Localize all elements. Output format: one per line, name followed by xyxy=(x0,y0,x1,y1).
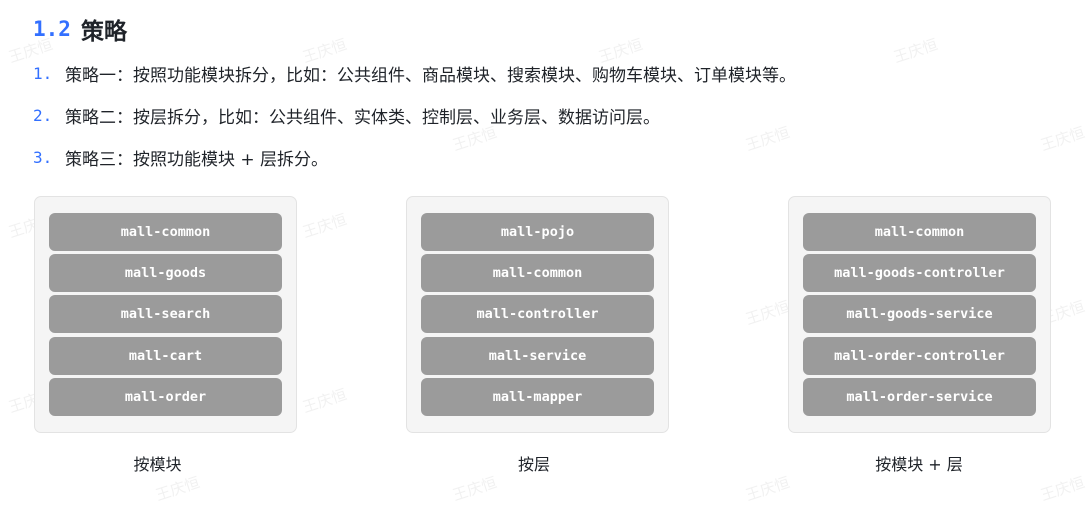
module-box: mall-mapper xyxy=(421,378,654,416)
watermark: 王庆恒 xyxy=(743,473,792,505)
watermark: 王庆恒 xyxy=(300,210,349,242)
list-text: 策略二：按层拆分，比如：公共组件、实体类、控制层、业务层、数据访问层。 xyxy=(65,107,660,128)
module-box: mall-cart xyxy=(49,337,282,375)
list-number: 2. xyxy=(33,105,53,125)
section-heading: 1.2 策略 xyxy=(33,12,127,46)
module-box: mall-pojo xyxy=(421,213,654,251)
module-box: mall-order-controller xyxy=(803,337,1036,375)
section-title: 策略 xyxy=(80,19,127,45)
module-box: mall-controller xyxy=(421,295,654,333)
module-box: mall-common xyxy=(49,213,282,251)
module-box: mall-goods-controller xyxy=(803,254,1036,292)
module-box: mall-order-service xyxy=(803,378,1036,416)
list-text: 策略一：按照功能模块拆分，比如：公共组件、商品模块、搜索模块、购物车模块、订单模… xyxy=(65,65,796,86)
list-number: 1. xyxy=(33,63,53,83)
watermark: 王庆恒 xyxy=(743,123,792,155)
module-box: mall-goods-service xyxy=(803,295,1036,333)
section-number: 1.2 xyxy=(33,17,71,41)
list-number: 3. xyxy=(33,147,53,167)
module-box: mall-service xyxy=(421,337,654,375)
strategy-item-3: 3. 策略三：按照功能模块 + 层拆分。 xyxy=(33,143,328,171)
diagram-by-module-and-layer: mall-common mall-goods-controller mall-g… xyxy=(788,196,1051,433)
diagram-by-module: mall-common mall-goods mall-search mall-… xyxy=(34,196,297,433)
watermark: 王庆恒 xyxy=(891,35,940,67)
list-text: 策略三：按照功能模块 + 层拆分。 xyxy=(65,149,329,170)
watermark: 王庆恒 xyxy=(1038,123,1087,155)
module-box: mall-order xyxy=(49,378,282,416)
module-box: mall-common xyxy=(421,254,654,292)
module-box: mall-search xyxy=(49,295,282,333)
strategy-item-1: 1. 策略一：按照功能模块拆分，比如：公共组件、商品模块、搜索模块、购物车模块、… xyxy=(33,59,796,87)
watermark: 王庆恒 xyxy=(743,297,792,329)
module-box: mall-common xyxy=(803,213,1036,251)
diagram-caption: 按模块 + 层 xyxy=(875,455,963,474)
diagram-by-layer: mall-pojo mall-common mall-controller ma… xyxy=(406,196,669,433)
watermark: 王庆恒 xyxy=(153,473,202,505)
diagram-caption: 按层 xyxy=(517,455,550,474)
watermark: 王庆恒 xyxy=(300,385,349,417)
module-box: mall-goods xyxy=(49,254,282,292)
watermark: 王庆恒 xyxy=(1038,473,1087,505)
watermark: 王庆恒 xyxy=(450,473,499,505)
diagram-caption: 按模块 xyxy=(133,455,182,474)
strategy-item-2: 2. 策略二：按层拆分，比如：公共组件、实体类、控制层、业务层、数据访问层。 xyxy=(33,101,660,129)
